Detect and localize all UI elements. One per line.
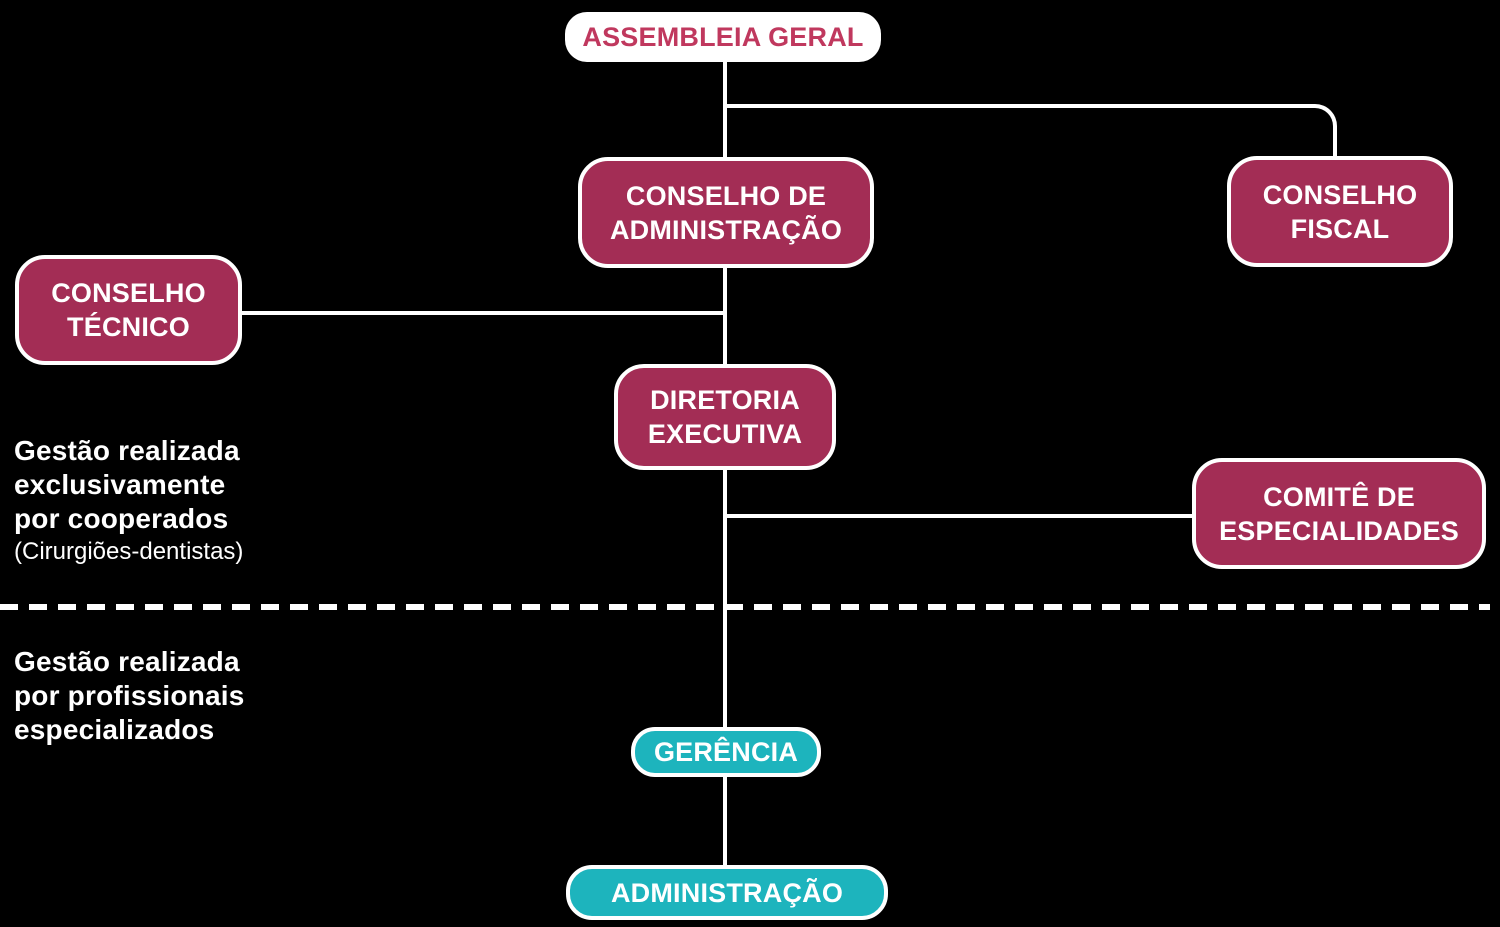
node-label: CONSELHO xyxy=(1262,179,1418,210)
connector-assembleia-to-conselho-fiscal xyxy=(723,104,1337,157)
node-label: ADMINISTRAÇÃO xyxy=(610,877,844,908)
node-label: COMITÊ DE xyxy=(1263,481,1415,512)
node-administracao: ADMINISTRAÇÃO xyxy=(566,865,888,920)
connector-gerencia-to-administracao xyxy=(723,776,727,867)
node-comite-de-especialidades: COMITÊ DE ESPECIALIDADES xyxy=(1192,458,1486,569)
node-conselho-fiscal: CONSELHO FISCAL xyxy=(1227,156,1453,267)
node-assembleia-geral: ASSEMBLEIA GERAL xyxy=(565,12,881,62)
annotation-line: Gestão realizada xyxy=(14,435,240,466)
annotation-line: especializados xyxy=(14,714,215,745)
node-label: ADMINISTRAÇÃO xyxy=(609,214,843,245)
node-label: DIRETORIA xyxy=(650,385,800,415)
annotation-line: por cooperados xyxy=(14,503,229,534)
connector-trunk-to-comite-especialidades xyxy=(725,514,1192,518)
connector-diretoria-to-gerencia xyxy=(723,469,727,728)
annotation-line: por profissionais xyxy=(14,680,245,711)
node-conselho-tecnico: CONSELHO TÉCNICO xyxy=(15,255,242,365)
node-label: GERÊNCIA xyxy=(653,737,799,767)
node-label: FISCAL xyxy=(1290,213,1390,244)
annotation-note: (Cirurgiões-dentistas) xyxy=(14,538,244,565)
node-conselho-de-administracao: CONSELHO DE ADMINISTRAÇÃO xyxy=(578,157,874,268)
node-label: CONSELHO DE xyxy=(625,180,827,211)
connector-conselho-administracao-to-diretoria xyxy=(723,267,727,366)
node-diretoria-executiva: DIRETORIA EXECUTIVA xyxy=(614,364,836,470)
node-label: EXECUTIVA xyxy=(647,419,803,449)
annotation-gestao-profissionais: Gestão realizada por profissionais espec… xyxy=(14,645,245,747)
node-label: ASSEMBLEIA GERAL xyxy=(582,22,864,52)
node-label: CONSELHO xyxy=(51,278,206,308)
annotation-line: exclusivamente xyxy=(14,469,226,500)
node-label: TÉCNICO xyxy=(67,312,190,342)
management-divider-dashed-line xyxy=(0,604,1490,610)
node-gerencia: GERÊNCIA xyxy=(631,727,821,777)
annotation-line: Gestão realizada xyxy=(14,646,240,677)
connector-conselho-tecnico-to-trunk xyxy=(241,311,725,315)
annotation-gestao-cooperados: Gestão realizada exclusivamente por coop… xyxy=(14,434,243,567)
node-label: ESPECIALIDADES xyxy=(1219,515,1459,546)
